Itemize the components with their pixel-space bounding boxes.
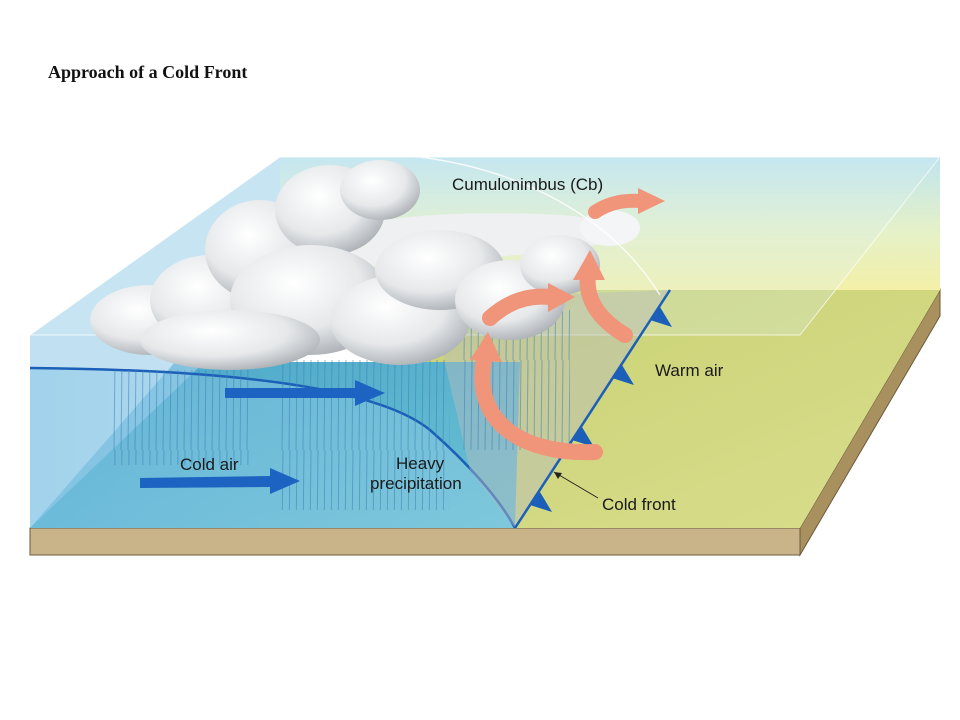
label-cold-front: Cold front	[602, 495, 676, 514]
label-cumulonimbus: Cumulonimbus (Cb)	[452, 175, 603, 194]
label-cold-air: Cold air	[180, 455, 239, 474]
warm-arrow-head-icon	[470, 332, 502, 362]
cumulonimbus-cloud	[90, 160, 640, 370]
label-warm-air: Warm air	[655, 361, 724, 380]
cold-front-line	[513, 289, 672, 529]
warm-arrow-head-icon	[548, 283, 575, 312]
front-triangle-icon	[612, 365, 634, 385]
warm-arrow-icon	[474, 347, 603, 461]
warm-arrow-icon	[579, 267, 633, 343]
warm-arrow-head-icon	[573, 250, 605, 280]
front-triangle-icon	[530, 492, 552, 512]
cold-front-leader	[553, 471, 599, 499]
cold-arrow-icon	[225, 380, 385, 406]
warm-arrow-head-icon	[638, 188, 665, 214]
cold-air-arrows	[140, 380, 385, 494]
front-triangle-icon	[572, 427, 594, 447]
label-heavy: Heavy	[396, 454, 445, 473]
warm-arrow-icon	[482, 288, 558, 326]
label-precipitation: precipitation	[370, 474, 462, 493]
warm-arrow-icon	[588, 193, 647, 219]
cold-arrow-icon	[140, 468, 300, 494]
slide-title: Approach of a Cold Front	[48, 62, 248, 82]
warm-air-arrows	[470, 188, 665, 461]
front-triangle-icon	[650, 307, 672, 327]
